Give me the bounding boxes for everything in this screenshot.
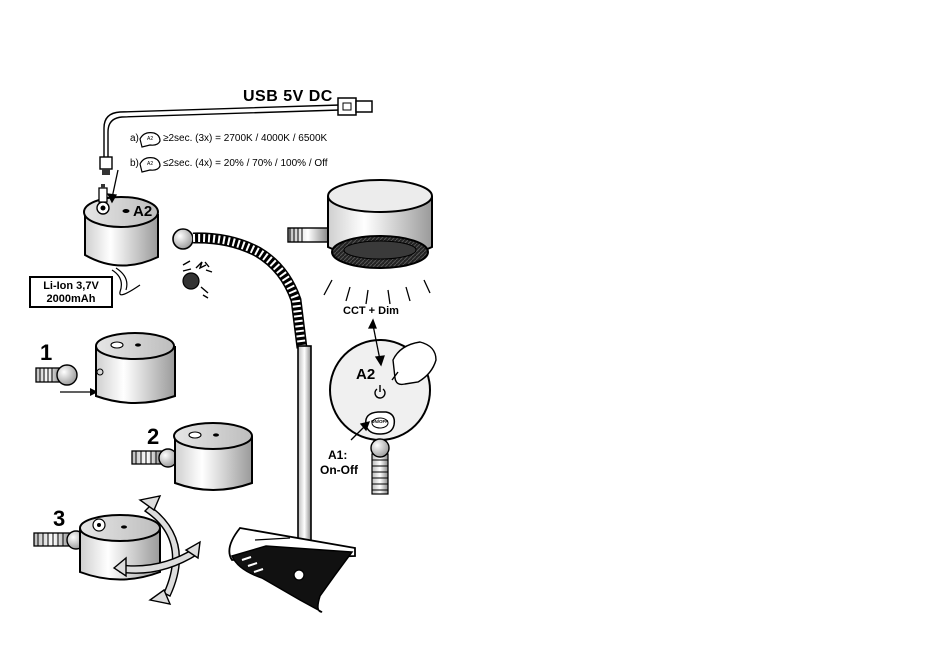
light-rays: [324, 280, 430, 304]
base-unit: [84, 184, 158, 266]
switch-label-line1: A1:: [328, 448, 347, 462]
usb-power-label: USB 5V DC: [243, 88, 333, 106]
lamp-head: [288, 180, 432, 268]
micro-usb-connector-icon: [100, 157, 112, 175]
base-button-label: A2: [133, 203, 152, 220]
dial-button-label: A2: [356, 366, 375, 383]
hand-icon-badge-a: A2: [147, 136, 153, 142]
magnet-connection-icon: [183, 261, 212, 298]
clip-clamp: [229, 528, 355, 612]
instruction-a-text: ≥2sec. (3x) = 2700K / 4000K / 6500K: [163, 133, 327, 144]
battery-wires: [112, 268, 140, 295]
usb-plug-icon: [338, 98, 372, 115]
battery-spec-box: Li-Ion 3,7V 2000mAh: [29, 276, 113, 308]
usb-cable: [104, 105, 340, 158]
cct-dim-label: CCT + Dim: [343, 305, 399, 317]
switch-label-line2: On-Off: [320, 463, 358, 477]
hand-icon-badge-b: A2: [147, 161, 153, 167]
step-3-number: 3: [53, 506, 65, 532]
instruction-b-text: ≤2sec. (4x) = 20% / 70% / 100% / Off: [163, 158, 328, 169]
step-2-number: 2: [147, 424, 159, 450]
switch-small-label: ON/OFF: [371, 419, 388, 424]
instruction-a-prefix: a): [130, 133, 139, 144]
battery-capacity: 2000mAh: [31, 293, 111, 306]
step-1-illustration: [36, 333, 175, 403]
step-1-number: 1: [40, 340, 52, 366]
instruction-b-prefix: b): [130, 158, 139, 169]
battery-voltage: Li-Ion 3,7V: [31, 280, 111, 293]
